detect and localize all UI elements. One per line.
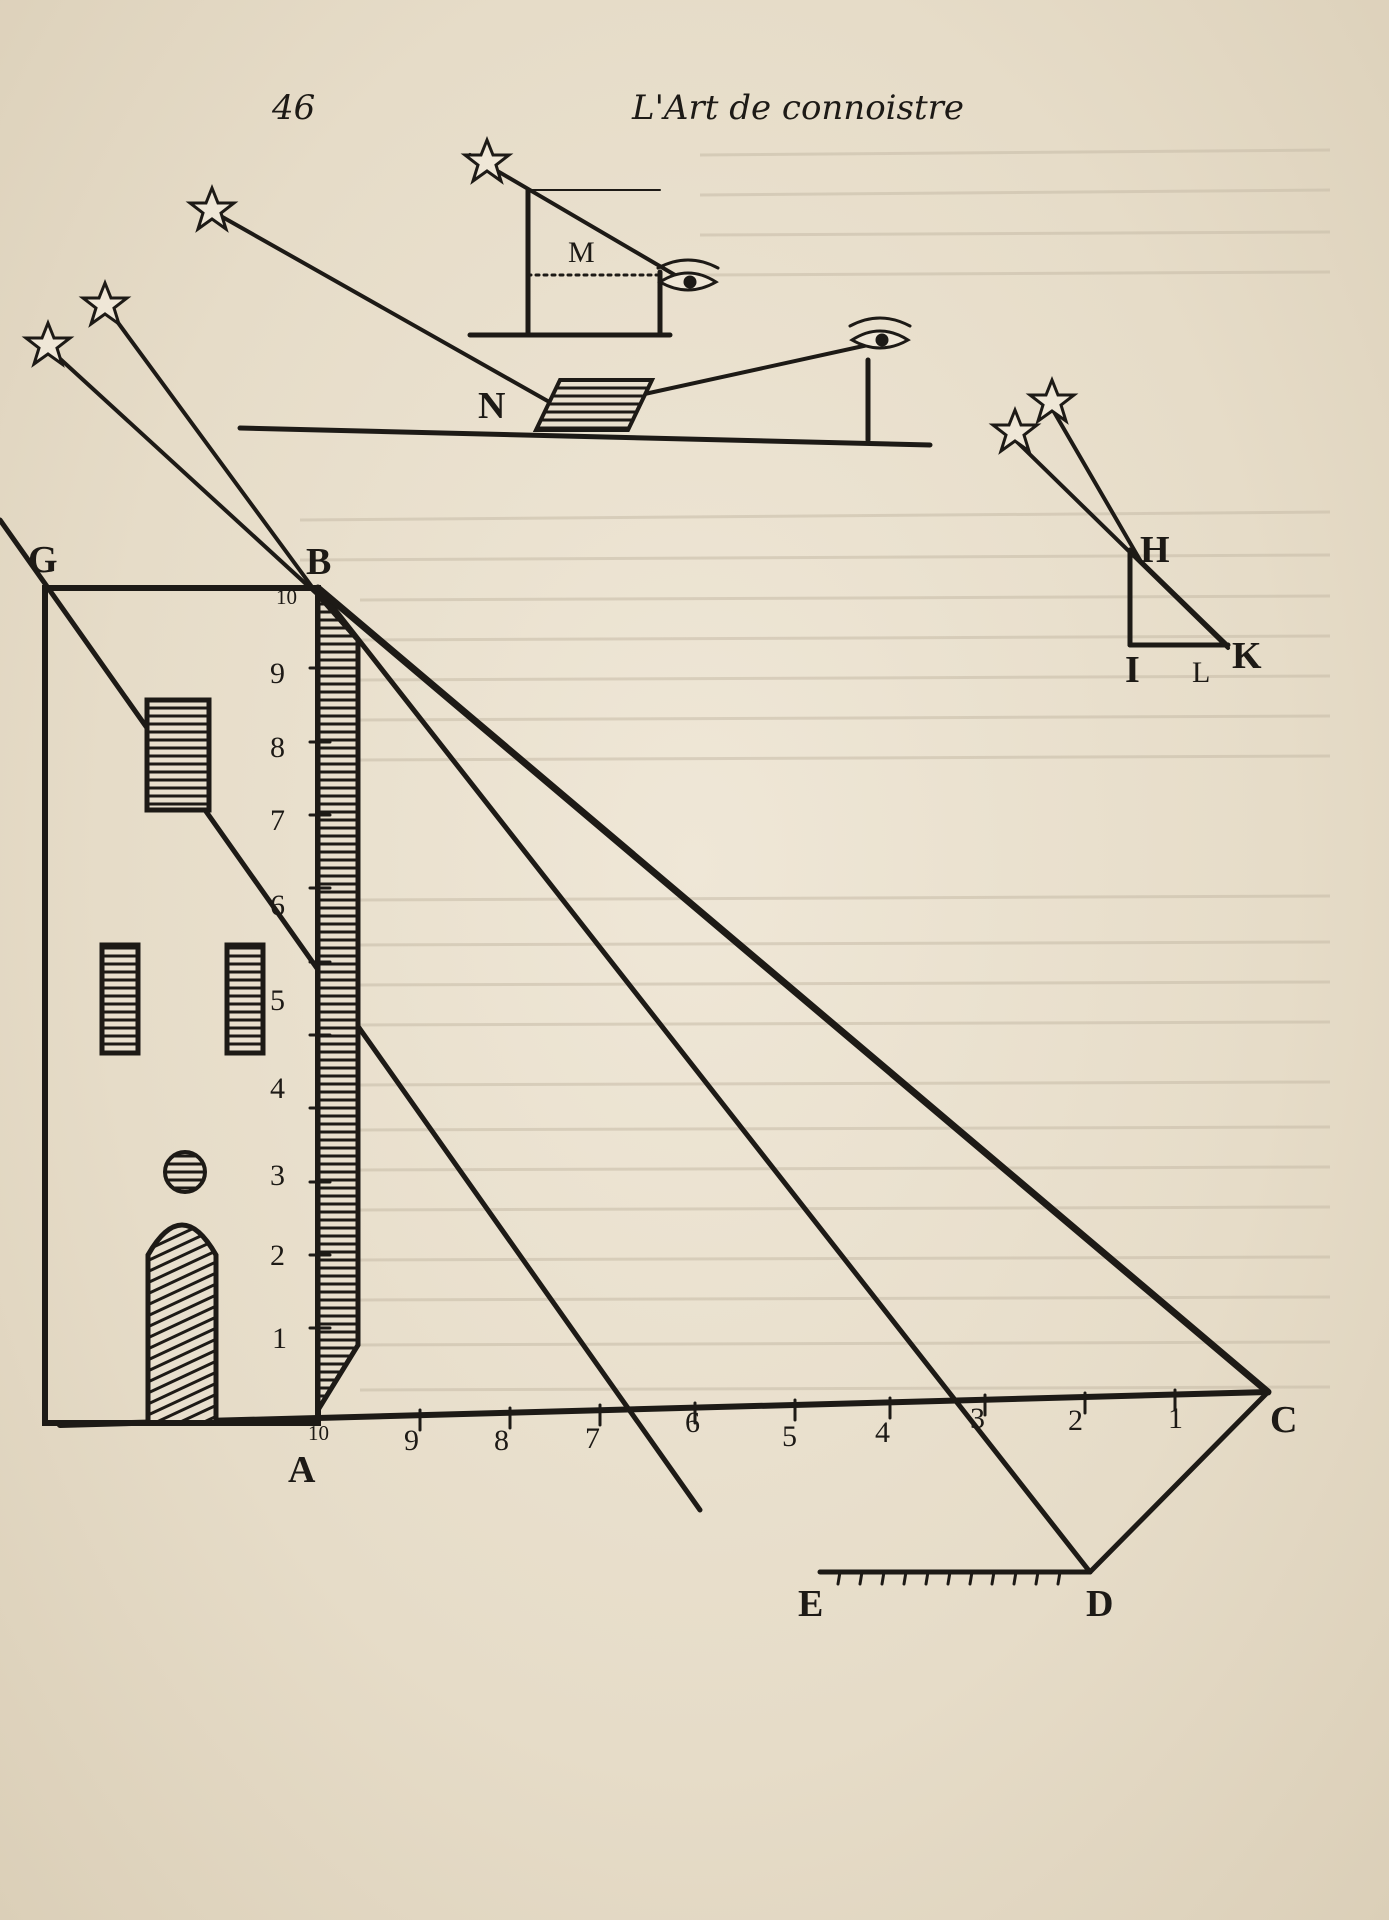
horizontal-scale-numerals: 10 9 8 7 6 5 4 3 2 1 bbox=[308, 1402, 1183, 1457]
label-i: I bbox=[1125, 649, 1140, 691]
hscale-8: 8 bbox=[494, 1424, 509, 1457]
subfigure-m-n bbox=[208, 153, 933, 448]
window-top bbox=[144, 697, 212, 813]
star-sight-line-m bbox=[468, 153, 677, 277]
vscale-10: 10 bbox=[276, 585, 297, 609]
star-sight-line-n bbox=[208, 208, 562, 410]
vscale-4: 4 bbox=[270, 1072, 285, 1105]
hscale-9: 9 bbox=[404, 1424, 419, 1457]
vscale-9: 9 bbox=[270, 657, 285, 690]
star-ray-2 bbox=[1048, 403, 1142, 562]
vertical-scale-ticks bbox=[308, 666, 332, 1330]
vertical-scale-numerals: 10 9 8 7 6 5 4 3 2 1 bbox=[270, 585, 297, 1355]
ray-to-b-1 bbox=[43, 343, 320, 597]
label-g: G bbox=[28, 539, 58, 581]
label-b: B bbox=[306, 541, 331, 583]
eye-sight-line-n bbox=[638, 343, 870, 397]
e-d-scale-ticks bbox=[836, 1570, 1062, 1586]
arched-door bbox=[145, 1222, 219, 1423]
label-l: L bbox=[1192, 656, 1210, 689]
bleed-through-text bbox=[299, 148, 1331, 1392]
label-a: A bbox=[288, 1449, 316, 1491]
label-m: M bbox=[568, 236, 595, 269]
line-d-c bbox=[1087, 1389, 1271, 1575]
ground-line-top bbox=[237, 425, 933, 448]
page-number: 46 bbox=[272, 88, 316, 128]
vscale-8: 8 bbox=[270, 731, 285, 764]
main-figure bbox=[0, 303, 1272, 1586]
hscale-7: 7 bbox=[585, 1422, 600, 1455]
vscale-5: 5 bbox=[270, 984, 285, 1017]
line-b-to-c bbox=[314, 584, 1272, 1396]
hscale-10: 10 bbox=[308, 1421, 329, 1445]
label-k: K bbox=[1232, 635, 1262, 677]
hscale-6: 6 bbox=[685, 1406, 700, 1439]
vscale-7: 7 bbox=[270, 804, 285, 837]
oculus-window bbox=[163, 1150, 207, 1194]
label-n: N bbox=[478, 385, 505, 427]
hscale-5: 5 bbox=[782, 1420, 797, 1453]
star-ray-1 bbox=[1008, 433, 1230, 650]
horizontal-scale-ticks bbox=[418, 1388, 1177, 1432]
ray-to-b-2 bbox=[103, 303, 320, 597]
hscale-3: 3 bbox=[970, 1402, 985, 1435]
label-e: E bbox=[798, 1583, 823, 1625]
label-d: D bbox=[1086, 1583, 1113, 1625]
vscale-2: 2 bbox=[270, 1239, 285, 1272]
base-line-a-c bbox=[57, 1389, 1271, 1428]
window-right bbox=[224, 942, 266, 1056]
label-c: C bbox=[1270, 1399, 1297, 1441]
gnomon-staff bbox=[315, 588, 361, 1419]
window-left bbox=[99, 942, 141, 1056]
label-h: H bbox=[1140, 529, 1170, 571]
vscale-3: 3 bbox=[270, 1159, 285, 1192]
line-b-to-d bbox=[315, 585, 1093, 1575]
subfigure-h-k bbox=[1008, 403, 1231, 650]
vscale-6: 6 bbox=[270, 889, 285, 922]
vscale-1: 1 bbox=[272, 1322, 287, 1355]
hscale-1: 1 bbox=[1168, 1402, 1183, 1435]
point-labels: G B A C D E M N H I L K bbox=[28, 236, 1297, 1625]
hscale-2: 2 bbox=[1068, 1404, 1083, 1437]
running-head: L'Art de connoistre bbox=[632, 88, 965, 128]
mirror-n bbox=[532, 378, 656, 432]
hscale-4: 4 bbox=[875, 1416, 890, 1449]
